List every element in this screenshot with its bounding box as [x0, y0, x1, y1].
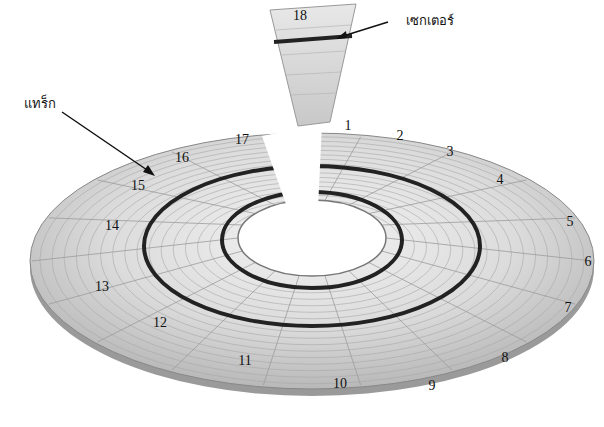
sector-line — [32, 238, 238, 261]
track-line — [198, 195, 427, 299]
track-label: แทร็ก — [24, 97, 56, 110]
sector-number: 11 — [238, 354, 251, 368]
sector-number: 6 — [585, 255, 592, 269]
sector-number: 10 — [333, 377, 347, 391]
sector-number: 8 — [502, 351, 509, 365]
sector-number: 16 — [175, 151, 189, 165]
sector-number: 4 — [497, 173, 504, 187]
arrowhead — [143, 165, 155, 176]
sector-number: 17 — [235, 133, 249, 147]
sector-line — [325, 275, 361, 385]
sector-number: 3 — [447, 145, 454, 159]
sector-number: 15 — [131, 179, 145, 193]
leader-line — [340, 22, 388, 37]
sector-number: 7 — [565, 301, 572, 315]
sector-line — [263, 275, 299, 385]
sector-number: 2 — [397, 129, 404, 143]
sector-number: 5 — [567, 215, 574, 229]
sector-line — [369, 262, 527, 342]
sector-number: 1 — [345, 119, 352, 133]
arrowhead — [336, 31, 347, 39]
removed-sector-gap — [262, 124, 322, 210]
sector-number: 12 — [153, 316, 167, 330]
sector-label: เซกเตอร์ — [406, 14, 454, 27]
sector-line — [98, 262, 256, 342]
sector-number: 9 — [429, 379, 436, 393]
sector-number: 14 — [105, 219, 119, 233]
leader-line — [62, 112, 150, 172]
sector-line — [49, 218, 243, 225]
spindle-hole — [238, 200, 386, 276]
sector-number: 18 — [293, 9, 307, 23]
lifted-sector — [270, 4, 356, 126]
sector-line — [386, 238, 592, 261]
sector-line — [382, 218, 576, 225]
sector-number: 13 — [95, 280, 109, 294]
track-line — [210, 200, 415, 293]
